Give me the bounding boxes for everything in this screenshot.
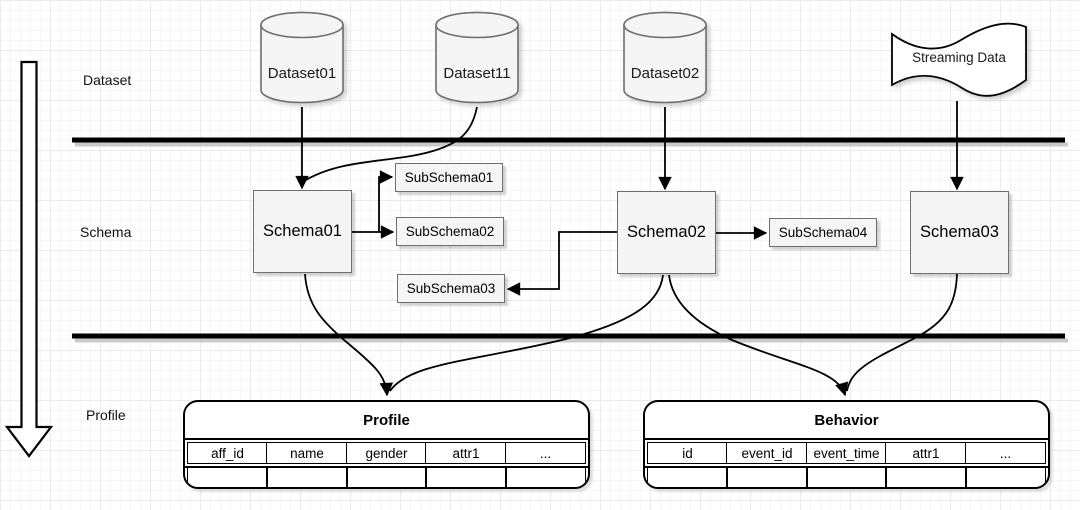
node-subschema03: SubSchema03 [397, 274, 505, 303]
empty-cell [187, 468, 269, 487]
node-label: Schema03 [920, 223, 999, 241]
column-header: event_time [805, 442, 888, 464]
table-title: Profile [363, 411, 410, 429]
node-label: Dataset11 [443, 65, 511, 82]
column-header: event_id [726, 442, 808, 464]
node-dataset11: Dataset11 [433, 9, 521, 106]
empty-cell [964, 468, 1047, 487]
column-header: ... [964, 442, 1047, 464]
edge-schema03-behavior [846, 273, 958, 392]
table-empty-row [185, 468, 588, 487]
column-header: attr1 [885, 442, 967, 464]
empty-cell [266, 468, 348, 487]
node-label: Dataset02 [630, 65, 700, 82]
empty-cell [726, 468, 808, 487]
edge-schema02-subschema03 [506, 231, 617, 296]
lane-label-schema: Schema [80, 224, 132, 240]
node-label: SubSchema01 [404, 170, 494, 185]
node-subschema01: SubSchema01 [395, 163, 503, 192]
table-empty-row [645, 468, 1048, 487]
table-header-row: id event_id event_time attr1 ... [645, 438, 1048, 468]
lane-label-dataset: Dataset [83, 72, 132, 88]
database-cylinder-icon [260, 11, 344, 104]
column-header: gender [345, 442, 428, 464]
table-title: Behavior [814, 411, 879, 429]
edge-schema01-subschema01 [378, 170, 394, 232]
empty-cell [345, 468, 428, 487]
node-label: Schema02 [627, 223, 706, 241]
node-schema03: Schema03 [910, 191, 1009, 274]
node-label: Dataset01 [267, 65, 337, 82]
column-header: aff_id [187, 442, 269, 464]
node-subschema02: SubSchema02 [396, 217, 504, 246]
lane-label-profile: Profile [86, 407, 126, 423]
node-dataset02: Dataset02 [621, 9, 709, 106]
table-profile: Profile aff_id name gender attr1 ... [183, 400, 590, 489]
node-streaming-data: Streaming Data [888, 14, 1030, 102]
column-header: id [647, 442, 729, 464]
node-label: SubSchema02 [405, 224, 495, 239]
flow-direction-arrow [4, 60, 54, 458]
empty-cell [647, 468, 729, 487]
node-label: SubSchema04 [778, 225, 868, 240]
edge-schema02-behavior [668, 274, 849, 397]
column-header: attr1 [425, 442, 507, 464]
node-subschema04: SubSchema04 [769, 218, 877, 247]
table-behavior: Behavior id event_id event_time attr1 ..… [643, 400, 1050, 489]
empty-cell [425, 468, 507, 487]
empty-cell [504, 468, 587, 487]
edge-schema01-profile [304, 273, 394, 397]
database-cylinder-icon [435, 11, 519, 104]
empty-cell [805, 468, 888, 487]
node-dataset01: Dataset01 [258, 9, 346, 106]
node-label: Streaming Data [912, 50, 1006, 65]
table-header-row: aff_id name gender attr1 ... [185, 438, 588, 468]
node-label: SubSchema03 [406, 281, 496, 296]
tape-shape-icon [891, 22, 1027, 97]
database-cylinder-icon [623, 11, 707, 104]
node-schema02: Schema02 [617, 191, 716, 274]
column-header: ... [504, 442, 587, 464]
node-schema01: Schema01 [253, 190, 352, 273]
empty-cell [885, 468, 967, 487]
node-label: Schema01 [263, 222, 342, 240]
column-header: name [266, 442, 348, 464]
